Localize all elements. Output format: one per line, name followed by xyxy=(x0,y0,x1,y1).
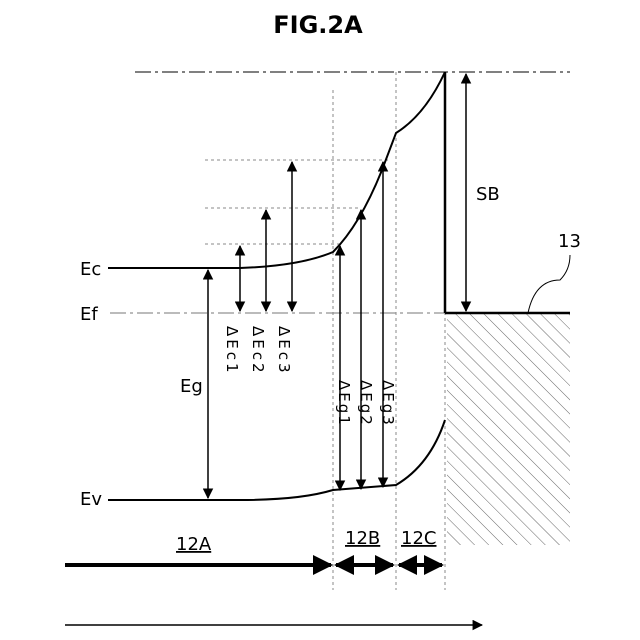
ef-label: Ef xyxy=(80,304,98,325)
electrode-block xyxy=(447,313,570,545)
region-12c-label: 12C xyxy=(401,528,436,549)
eg-label: Eg xyxy=(180,376,203,397)
delta-ec1-label: ΔEc1 xyxy=(223,326,241,376)
delta-eg1-label: ΔEg1 xyxy=(335,380,353,427)
ev-label: Ev xyxy=(80,489,102,510)
region-12a-label: 12A xyxy=(176,534,212,555)
region-12b-label: 12B xyxy=(345,528,380,549)
delta-ec2-label: ΔEc2 xyxy=(249,326,267,376)
ec-label: Ec xyxy=(80,259,101,280)
valence-band xyxy=(108,420,445,500)
electrode-label: 13 xyxy=(558,231,581,252)
delta-eg3-label: ΔEg3 xyxy=(379,380,397,427)
electrode-leader-line xyxy=(528,255,570,313)
delta-eg2-label: ΔEg2 xyxy=(357,380,375,427)
conduction-band xyxy=(108,72,445,268)
delta-ec3-label: ΔEc3 xyxy=(275,326,293,376)
figure-title: FIG.2A xyxy=(273,11,363,39)
sb-label: SB xyxy=(476,184,500,205)
